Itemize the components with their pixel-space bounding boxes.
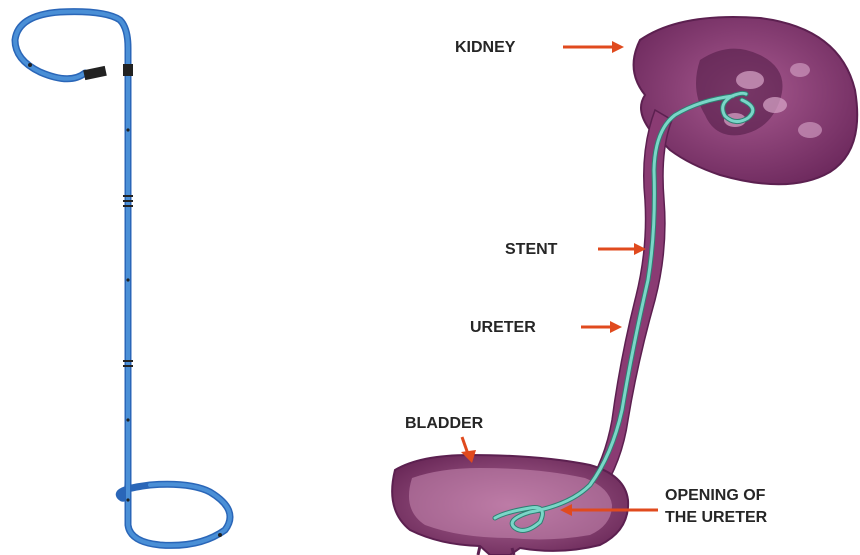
bladder <box>392 455 628 555</box>
label-kidney: KIDNEY <box>455 39 624 56</box>
stent-dot <box>218 533 222 537</box>
stent-tube <box>15 12 230 546</box>
ureter <box>585 110 672 495</box>
stent-marker <box>123 64 133 76</box>
bladder-label: BLADDER <box>405 415 484 432</box>
kidney-label: KIDNEY <box>455 39 516 56</box>
stent-label: STENT <box>505 241 558 258</box>
stent-dot <box>126 128 129 131</box>
stent-dot <box>28 63 32 67</box>
stent-dot <box>126 418 129 421</box>
stent-dot <box>126 498 129 501</box>
arrow-icon <box>610 321 622 333</box>
stent-marker <box>123 195 133 197</box>
stent-marker <box>123 200 133 202</box>
stent-marker <box>123 205 133 207</box>
stent-marker <box>123 365 133 367</box>
label-ureter: URETER <box>470 319 622 336</box>
arrow-icon <box>612 41 624 53</box>
stent-marker <box>123 360 133 362</box>
ureter-label: URETER <box>470 319 536 336</box>
label-stent: STENT <box>505 241 646 258</box>
stent-marker <box>83 66 107 80</box>
opening-label-line2: THE URETER <box>665 509 768 526</box>
double-j-stent <box>15 12 230 546</box>
opening-label-line1: OPENING OF <box>665 487 766 504</box>
stent-dot <box>126 278 129 281</box>
